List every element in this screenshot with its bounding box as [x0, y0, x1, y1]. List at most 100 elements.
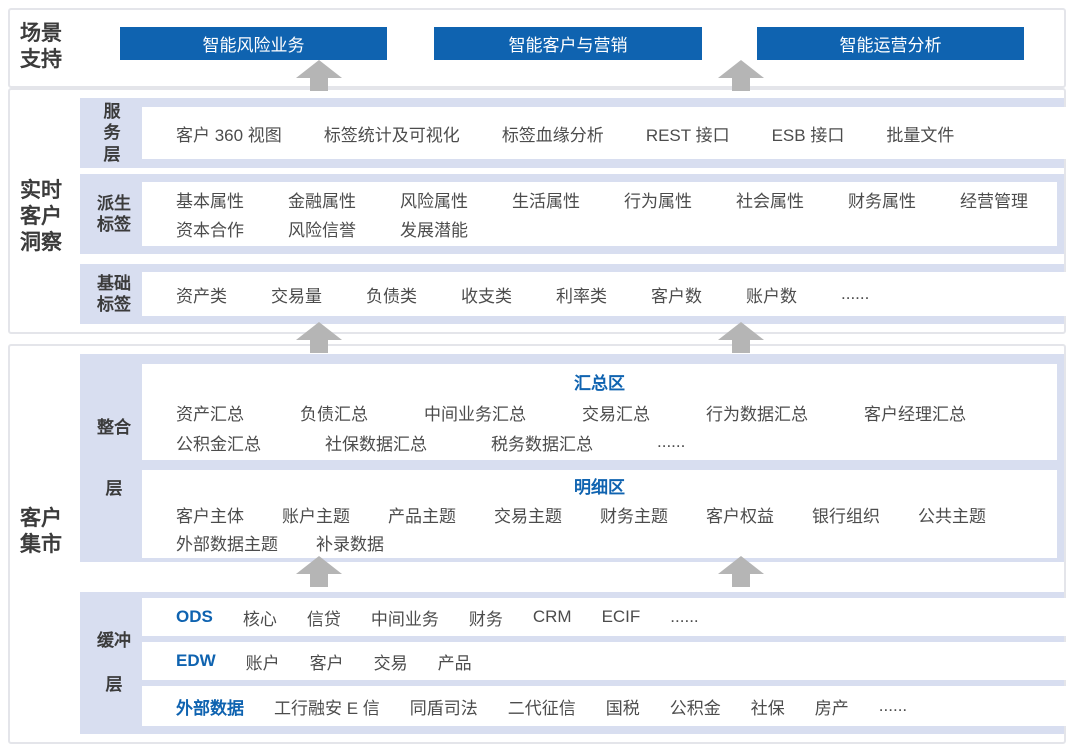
- derived-tags-band: 派生标签 基本属性 金融属性 风险属性 生活属性 行为属性 社会属性 财务属性 …: [80, 174, 1064, 254]
- service-item: ESB 接口: [771, 125, 845, 145]
- ods-item: 财务: [468, 609, 503, 629]
- realtime-insight-section: 实时客户洞察 服务层 客户 360 视图 标签统计及可视化 标签血缘分析 RES…: [8, 88, 1080, 334]
- basic-tag: 账户数: [746, 286, 797, 306]
- basic-tag: 收支类: [461, 286, 512, 306]
- detail-item: 客户权益: [706, 506, 774, 526]
- scene-button-marketing: 智能客户与营销: [434, 27, 702, 60]
- detail-item: 财务主题: [600, 506, 668, 526]
- ods-item: CRM: [532, 607, 572, 626]
- detail-zone-title: 明细区: [574, 478, 625, 498]
- derived-tag: 基本属性: [176, 191, 244, 211]
- basic-tag: 交易量: [271, 286, 322, 306]
- basic-tags-box: 资产类 交易量 负债类 收支类 利率类 客户数 账户数 ......: [142, 272, 1080, 316]
- service-layer-box: 客户 360 视图 标签统计及可视化 标签血缘分析 REST 接口 ESB 接口…: [142, 107, 1080, 159]
- summary-item: 负债汇总: [300, 404, 368, 424]
- ods-item: 核心: [242, 609, 277, 629]
- external-item: 社保: [750, 698, 785, 718]
- summary-item: 资产汇总: [176, 404, 244, 424]
- detail-item: 交易主题: [494, 506, 562, 526]
- summary-item: 交易汇总: [582, 404, 650, 424]
- up-arrow-icon: [718, 322, 764, 353]
- derived-tag: 生活属性: [512, 191, 580, 211]
- derived-tag: 金融属性: [288, 191, 356, 211]
- basic-tag: ......: [841, 284, 870, 303]
- up-arrow-icon: [718, 60, 764, 91]
- summary-zone-box: 汇总区 资产汇总 负债汇总 中间业务汇总 交易汇总 行为数据汇总 客户经理汇总 …: [142, 364, 1057, 460]
- derived-tag: 社会属性: [736, 191, 804, 211]
- ods-row: ODS 核心 信贷 中间业务 财务 CRM ECIF ......: [142, 598, 1080, 636]
- customer-mart-label: 客户集市: [20, 507, 62, 557]
- external-item: 国税: [605, 698, 640, 718]
- basic-tag: 资产类: [176, 286, 227, 306]
- integration-layer-band: 整合层 汇总区 资产汇总 负债汇总 中间业务汇总 交易汇总 行为数据汇总 客户经…: [80, 354, 1064, 562]
- derived-tag: 行为属性: [624, 191, 692, 211]
- edw-item: 客户: [309, 653, 344, 673]
- detail-item: 公共主题: [918, 506, 986, 526]
- detail-item: 客户主体: [176, 506, 244, 526]
- service-item: REST 接口: [645, 125, 730, 145]
- scene-button-operation: 智能运营分析: [757, 27, 1024, 60]
- basic-tag: 客户数: [651, 286, 702, 306]
- service-item: 客户 360 视图: [176, 125, 282, 145]
- edw-row: EDW 账户 客户 交易 产品: [142, 642, 1080, 680]
- detail-item: 银行组织: [812, 506, 880, 526]
- derived-tag: 风险信誉: [288, 221, 356, 241]
- basic-tag: 利率类: [556, 286, 607, 306]
- up-arrow-icon: [296, 556, 342, 587]
- detail-item: 补录数据: [316, 534, 384, 554]
- summary-item: 公积金汇总: [176, 434, 261, 454]
- edw-item: 账户: [245, 653, 280, 673]
- summary-item: 社保数据汇总: [325, 434, 427, 454]
- up-arrow-icon: [296, 322, 342, 353]
- service-item: 标签统计及可视化: [323, 125, 460, 145]
- up-arrow-icon: [718, 556, 764, 587]
- buffer-layer-label: 缓冲层: [97, 630, 131, 694]
- external-data-row: 外部数据 工行融安 E 信 同盾司法 二代征信 国税 公积金 社保 房产 ...…: [142, 686, 1080, 726]
- detail-item: 产品主题: [388, 506, 456, 526]
- realtime-insight-label: 实时客户洞察: [20, 179, 62, 255]
- derived-tag: 发展潜能: [400, 221, 468, 241]
- basic-tags-band: 基础标签 资产类 交易量 负债类 收支类 利率类 客户数 账户数 ......: [80, 264, 1080, 324]
- up-arrow-icon: [296, 60, 342, 91]
- detail-item: 外部数据主题: [176, 534, 278, 554]
- external-item: ......: [878, 696, 908, 715]
- ods-title: ODS: [176, 607, 213, 626]
- scene-support-section: 场景支持 智能风险业务 智能客户与营销 智能运营分析: [8, 8, 1066, 88]
- buffer-layer-band: 缓冲层 ODS 核心 信贷 中间业务 财务 CRM ECIF ...... ED…: [80, 592, 1080, 734]
- summary-item: 客户经理汇总: [864, 404, 966, 424]
- derived-tags-box: 基本属性 金融属性 风险属性 生活属性 行为属性 社会属性 财务属性 经营管理 …: [142, 182, 1057, 246]
- summary-item: ......: [657, 432, 686, 452]
- detail-zone-box: 明细区 客户主体 账户主题 产品主题 交易主题 财务主题 客户权益 银行组织 公…: [142, 470, 1057, 558]
- summary-item: 税务数据汇总: [491, 434, 593, 454]
- basic-tags-label: 基础标签: [97, 273, 131, 314]
- ods-item: 信贷: [306, 609, 341, 629]
- service-layer-label: 服务层: [103, 102, 121, 164]
- external-data-title: 外部数据: [176, 698, 244, 718]
- edw-item: 交易: [373, 653, 408, 673]
- summary-zone-title: 汇总区: [574, 374, 625, 394]
- scene-support-label: 场景支持: [20, 22, 62, 72]
- derived-tag: 经营管理: [960, 191, 1028, 211]
- ods-item: 中间业务: [370, 609, 439, 629]
- derived-tag: 财务属性: [848, 191, 916, 211]
- derived-tag: 风险属性: [400, 191, 468, 211]
- service-layer-band: 服务层 客户 360 视图 标签统计及可视化 标签血缘分析 REST 接口 ES…: [80, 98, 1080, 168]
- external-item: 同盾司法: [409, 698, 478, 718]
- basic-tag: 负债类: [366, 286, 417, 306]
- external-item: 房产: [814, 698, 849, 718]
- ods-item: ......: [670, 607, 699, 626]
- scene-button-risk: 智能风险业务: [120, 27, 387, 60]
- summary-item: 行为数据汇总: [706, 404, 808, 424]
- external-item: 工行融安 E 信: [274, 698, 380, 718]
- service-item: 批量文件: [886, 125, 955, 145]
- derived-tags-label: 派生标签: [97, 193, 131, 234]
- external-item: 二代征信: [507, 698, 576, 718]
- service-item: 标签血缘分析: [501, 125, 604, 145]
- integration-layer-label: 整合层: [97, 417, 131, 498]
- external-item: 公积金: [669, 698, 721, 718]
- customer-mart-section: 客户集市 整合层 汇总区 资产汇总 负债汇总 中间业务汇总 交易汇总 行为数据汇…: [8, 344, 1080, 744]
- derived-tag: 资本合作: [176, 221, 244, 241]
- detail-item: 账户主题: [282, 506, 350, 526]
- summary-item: 中间业务汇总: [424, 404, 526, 424]
